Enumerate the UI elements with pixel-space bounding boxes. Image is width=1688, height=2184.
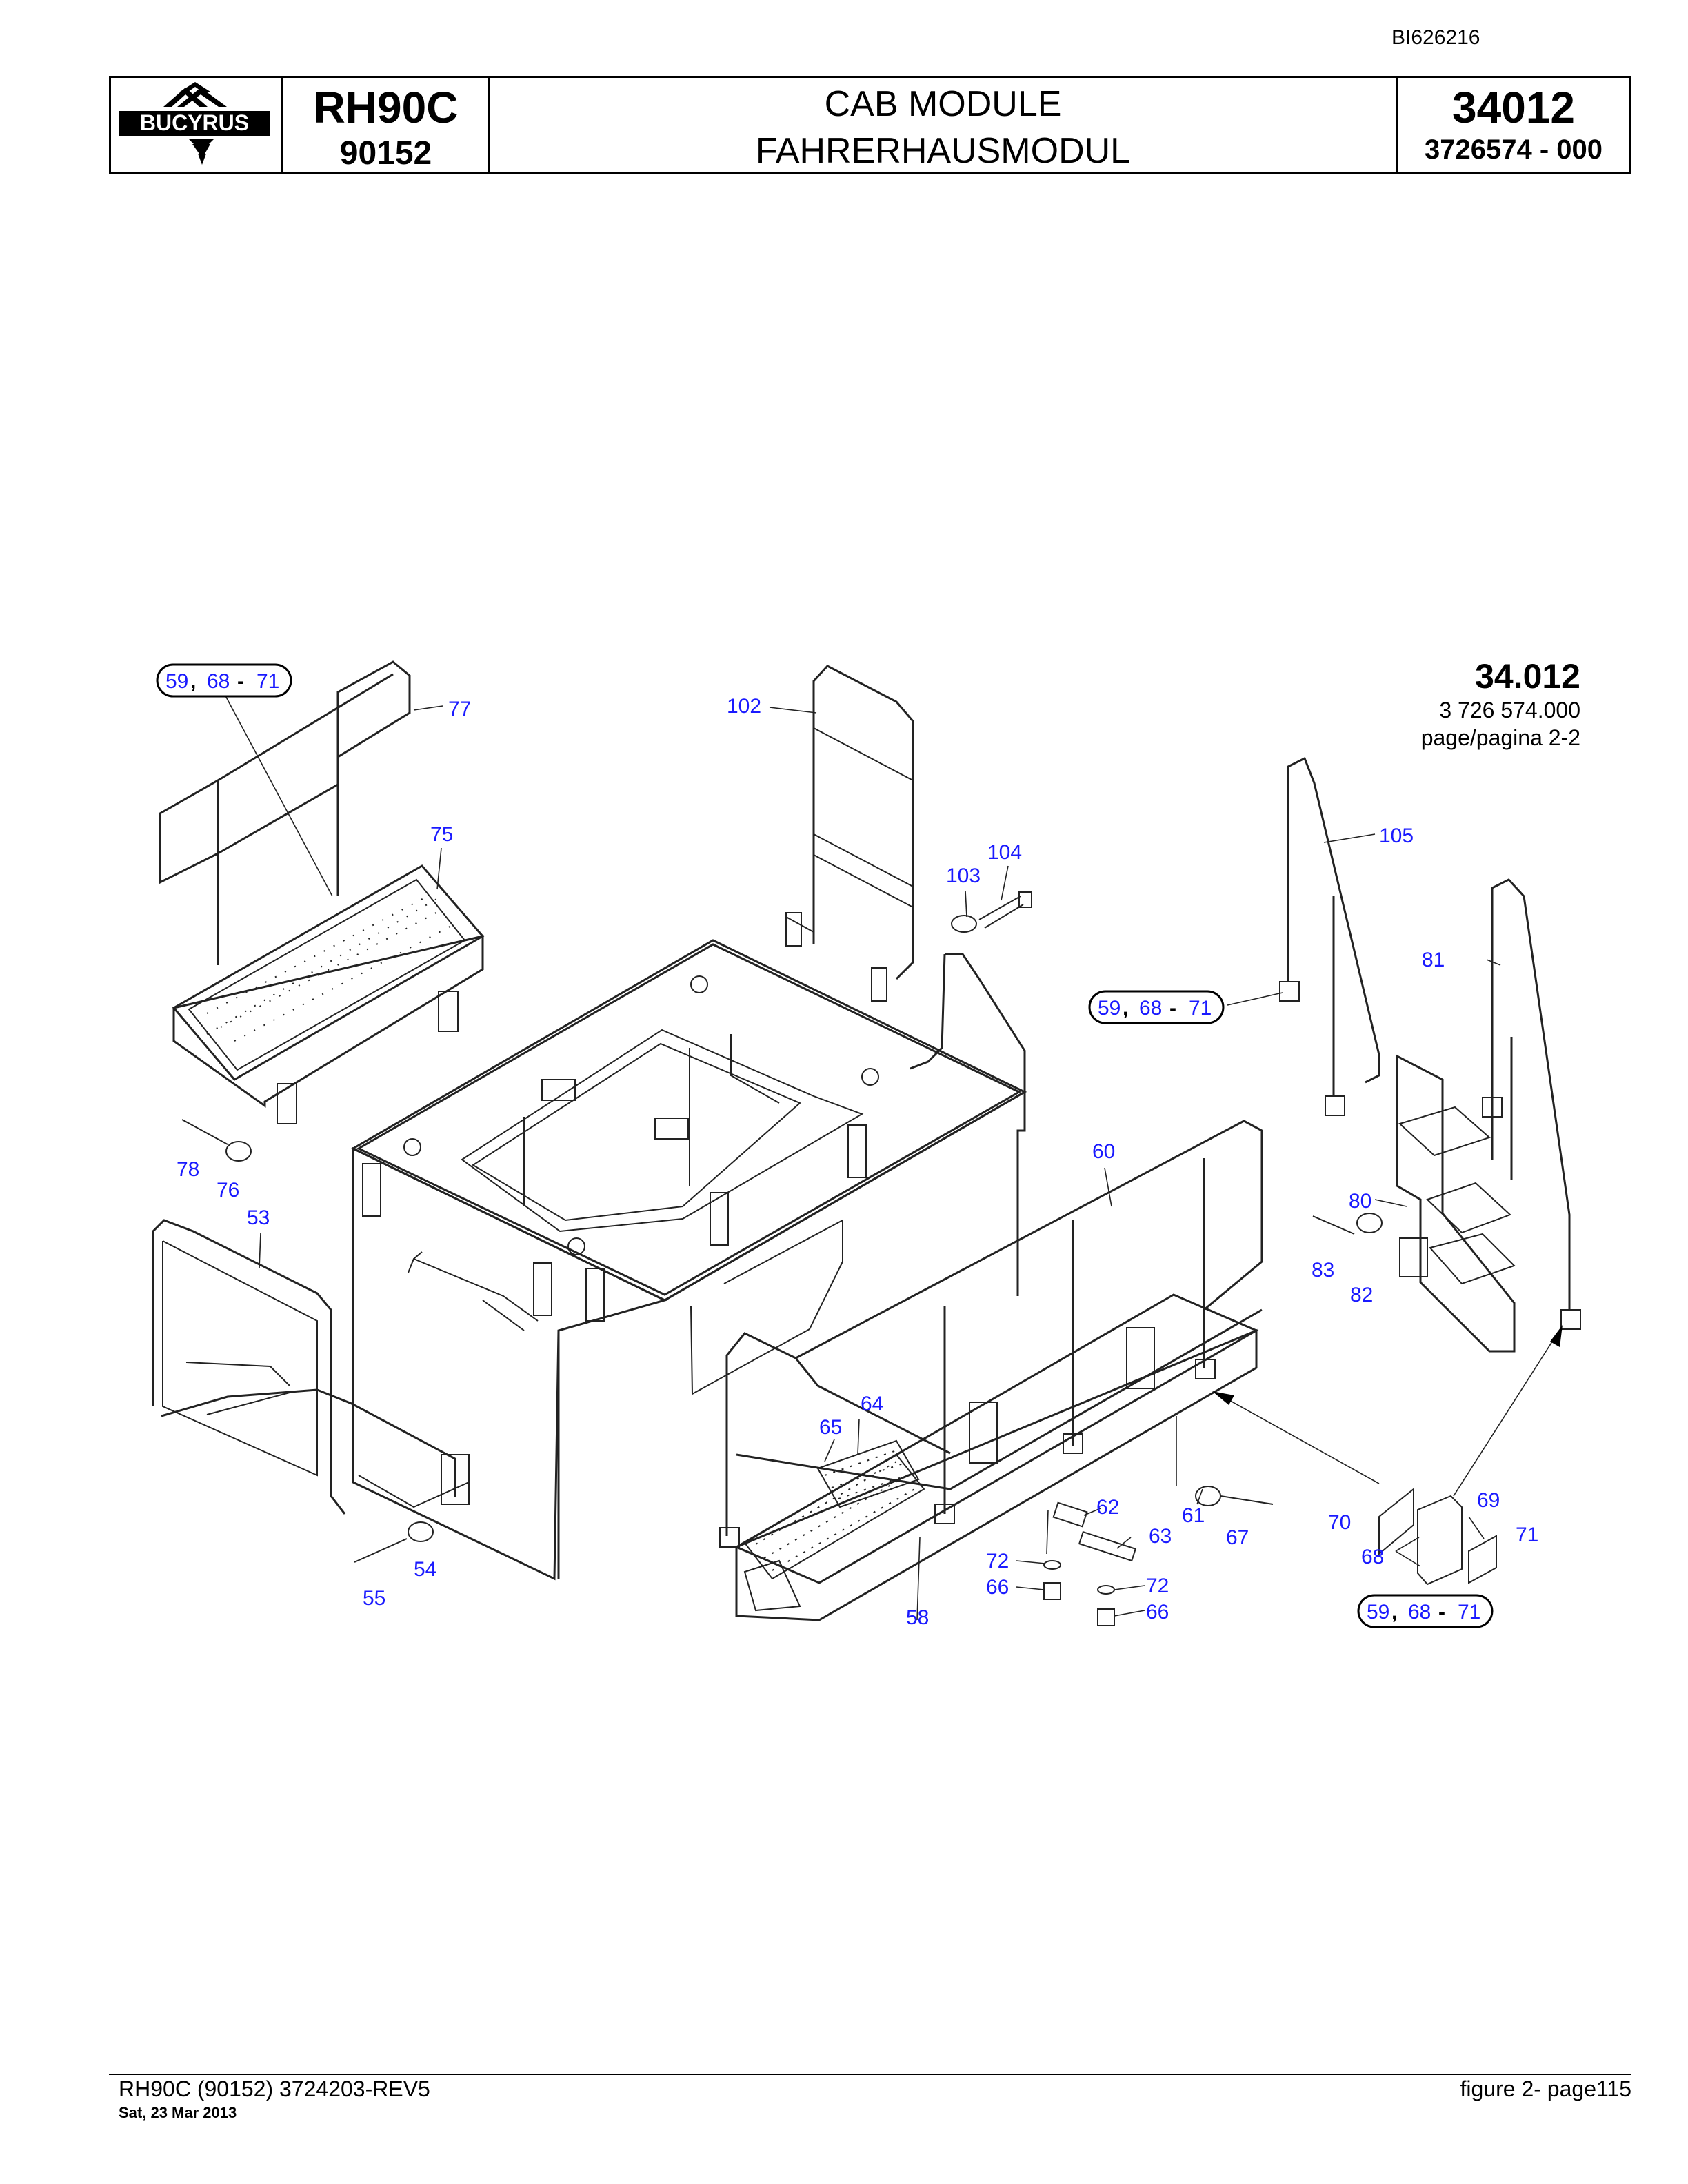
reference-group-3: 59 , 68 - 71 xyxy=(1357,1594,1494,1628)
callout-68: 68 xyxy=(1361,1546,1384,1568)
footer-page: figure 2- page115 xyxy=(1460,2076,1631,2101)
callout-82: 82 xyxy=(1350,1284,1373,1306)
arrows xyxy=(1212,1325,1563,1497)
fasteners xyxy=(181,1119,1497,1626)
footer-doc-ref: RH90C (90152) 3724203-REV5 xyxy=(119,2076,430,2101)
document-id: BI626216 xyxy=(1391,26,1480,49)
callout-65: 65 xyxy=(819,1416,842,1439)
callout-104: 104 xyxy=(987,841,1022,864)
callout-71: 71 xyxy=(1516,1524,1538,1546)
callout-75: 75 xyxy=(430,823,453,846)
ladder-53 xyxy=(152,1219,470,1515)
callouts: 77 75 102 104 103 105 81 78 76 53 60 80 … xyxy=(177,695,1538,1629)
platform-75 xyxy=(159,660,485,1124)
number-cell: 34012 3726574 - 000 xyxy=(1398,78,1629,172)
callout-78: 78 xyxy=(177,1158,199,1181)
svg-text:71: 71 xyxy=(257,670,279,693)
figure-group-number: 34.012 xyxy=(1475,657,1580,696)
callout-80: 80 xyxy=(1349,1190,1372,1213)
callout-77: 77 xyxy=(448,698,471,720)
callout-67: 67 xyxy=(1226,1526,1249,1549)
callout-53: 53 xyxy=(247,1206,270,1229)
title-english: CAB MODULE xyxy=(824,84,1062,124)
svg-text:BUCYRUS: BUCYRUS xyxy=(140,110,249,135)
svg-text:71: 71 xyxy=(1189,997,1212,1020)
model-name: RH90C xyxy=(313,83,459,132)
footer-divider xyxy=(109,2074,1631,2075)
svg-text:,: , xyxy=(190,670,196,693)
callout-72: 72 xyxy=(986,1550,1009,1573)
callout-66-second: 66 xyxy=(1146,1601,1169,1624)
cab-body xyxy=(350,939,1027,1581)
reference-group-1: 59 , 68 - 71 xyxy=(156,663,292,698)
callout-54: 54 xyxy=(414,1558,436,1581)
callout-61: 61 xyxy=(1182,1504,1205,1527)
callout-76: 76 xyxy=(217,1179,239,1202)
callout-102: 102 xyxy=(727,695,761,718)
title-german: FAHRERHAUSMODUL xyxy=(755,131,1131,171)
svg-text:59: 59 xyxy=(1367,1601,1389,1624)
callout-64: 64 xyxy=(861,1393,883,1415)
group-number: 34012 xyxy=(1452,83,1575,132)
callout-105: 105 xyxy=(1379,825,1414,847)
handrail-105 xyxy=(1279,756,1380,1116)
svg-text:59: 59 xyxy=(165,670,188,693)
svg-text:,: , xyxy=(1391,1601,1397,1624)
bucyrus-logo: BUCYRUS xyxy=(119,82,270,165)
callout-63: 63 xyxy=(1149,1525,1172,1548)
figure-page: page/pagina 2-2 xyxy=(1420,725,1580,750)
figure-part-number: 3 726 574.000 xyxy=(1439,698,1580,722)
svg-text:68: 68 xyxy=(1408,1601,1431,1624)
callout-81: 81 xyxy=(1422,949,1445,971)
svg-text:,: , xyxy=(1123,997,1128,1020)
step-58 xyxy=(719,1120,1263,1621)
svg-text:-: - xyxy=(1169,997,1176,1020)
callout-69: 69 xyxy=(1477,1489,1500,1512)
model-cell: RH90C 90152 xyxy=(283,78,490,172)
callout-62: 62 xyxy=(1096,1496,1119,1519)
callout-58: 58 xyxy=(906,1606,929,1629)
svg-text:59: 59 xyxy=(1098,997,1121,1020)
reference-group-2: 59 , 68 - 71 xyxy=(1088,990,1225,1024)
svg-text:71: 71 xyxy=(1458,1601,1480,1624)
callout-66: 66 xyxy=(986,1576,1009,1599)
callout-83: 83 xyxy=(1312,1259,1334,1282)
callout-72-second: 72 xyxy=(1146,1575,1169,1597)
callout-60: 60 xyxy=(1092,1140,1115,1163)
svg-text:68: 68 xyxy=(207,670,230,693)
logo-cell: BUCYRUS xyxy=(111,78,283,172)
callout-70: 70 xyxy=(1328,1511,1351,1534)
callout-103: 103 xyxy=(946,865,981,887)
leader-lines xyxy=(221,689,1501,1621)
model-number: 90152 xyxy=(339,135,432,172)
title-block: BUCYRUS RH90C 90152 CAB MODULE FAHRERHAU… xyxy=(109,76,1631,174)
handrail-102 xyxy=(785,665,1032,1002)
svg-text:-: - xyxy=(1438,1601,1445,1624)
svg-text:-: - xyxy=(237,670,244,693)
part-number: 3726574 - 000 xyxy=(1424,134,1602,165)
callout-55: 55 xyxy=(363,1587,385,1610)
stairs-81 xyxy=(1396,878,1581,1353)
title-cell: CAB MODULE FAHRERHAUSMODUL xyxy=(490,78,1398,172)
footer-date: Sat, 23 Mar 2013 xyxy=(119,2104,237,2121)
svg-text:68: 68 xyxy=(1139,997,1162,1020)
figure-label: 34.012 3 726 574.000 page/pagina 2-2 xyxy=(1296,656,1580,751)
